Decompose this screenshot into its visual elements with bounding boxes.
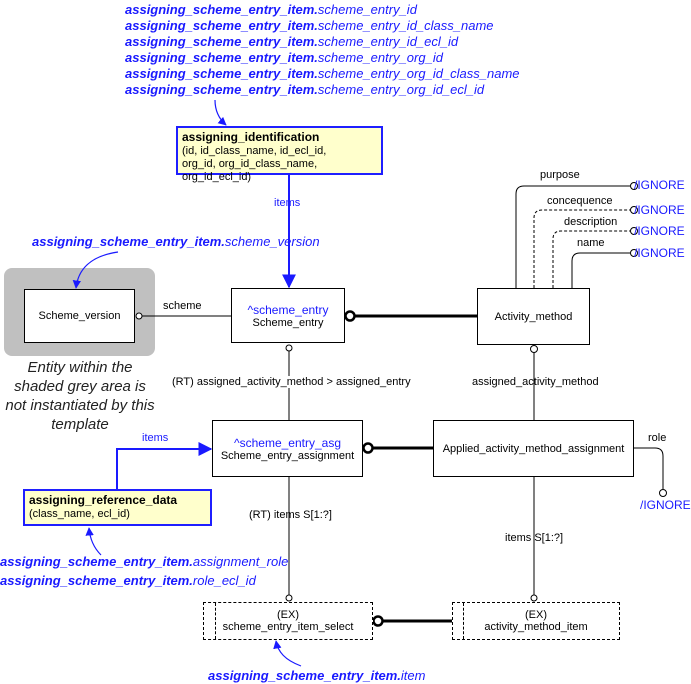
- ignore-description: /IGNORE: [634, 224, 685, 238]
- name-label: name: [577, 237, 605, 249]
- top-ref-list: assigning_scheme_entry_item.scheme_entry…: [125, 2, 520, 98]
- ignore-name: /IGNORE: [634, 246, 685, 260]
- items-label-left: items: [142, 432, 169, 444]
- ref-arrow-item: [273, 640, 302, 667]
- box-title: assigning_reference_data: [29, 493, 178, 507]
- box-title: assigning_identification: [182, 130, 320, 144]
- scheme-entry-box[interactable]: ^scheme_entry Scheme_entry: [231, 288, 345, 343]
- purpose-label: purpose: [540, 169, 580, 181]
- ignore-purpose: /IGNORE: [634, 178, 685, 192]
- purpose-connector: [515, 185, 630, 288]
- assigned-entry-label: (RT) assigned_activity_method > assigned…: [172, 376, 411, 388]
- top-ref-2: assigning_scheme_entry_item.scheme_entry…: [125, 34, 459, 49]
- ref-arrow-reference-data: [85, 527, 102, 556]
- concequence-label: concequence: [547, 195, 613, 207]
- description-label: description: [564, 216, 618, 228]
- items-label-top: items: [274, 197, 301, 209]
- applied-activity-method-assignment-box[interactable]: Applied_activity_method_assignment: [433, 420, 634, 477]
- top-ref-0: assigning_scheme_entry_item.scheme_entry…: [125, 2, 417, 17]
- top-ref-1: assigning_scheme_entry_item.scheme_entry…: [125, 18, 494, 33]
- name-connector: [571, 252, 630, 288]
- activity-method-item-box[interactable]: (EX) activity_method_item: [452, 602, 620, 640]
- activity-method-box[interactable]: Activity_method: [477, 288, 590, 345]
- rt-items-label: (RT) items S[1:?]: [249, 509, 332, 521]
- items-connector-left: [116, 442, 213, 489]
- scheme-entry-assignment-box[interactable]: ^scheme_entry_asg Scheme_entry_assignmen…: [212, 420, 363, 477]
- concequence-connector: [533, 209, 630, 288]
- scheme-entry-item-select-box[interactable]: (EX) scheme_entry_item_select: [203, 602, 373, 640]
- role-label: role: [648, 432, 667, 444]
- bottom-ref-list: assigning_scheme_entry_item.assignment_r…: [0, 552, 288, 590]
- select-marker: [463, 603, 464, 639]
- items-s-label: items S[1:?]: [505, 532, 564, 544]
- top-ref-3: assigning_scheme_entry_item.scheme_entry…: [125, 50, 443, 65]
- ref-arrow-scheme-version: [72, 251, 119, 289]
- scheme-version-box[interactable]: Scheme_version: [24, 289, 135, 343]
- bottom-ref-0: assigning_scheme_entry_item.assignment_r…: [0, 554, 289, 569]
- scheme-version-ref: assigning_scheme_entry_item.scheme_versi…: [32, 234, 320, 249]
- role-connector: [634, 447, 664, 489]
- assigning-reference-data-box[interactable]: assigning_reference_data (class_name, ec…: [23, 489, 212, 526]
- bottom-ref-1: assigning_scheme_entry_item.role_ecl_id: [0, 573, 256, 588]
- top-ref-4: assigning_scheme_entry_item.scheme_entry…: [125, 66, 520, 81]
- grey-area-note: Entity within the shaded grey area is no…: [5, 359, 155, 433]
- top-ref-5: assigning_scheme_entry_item.scheme_entry…: [125, 82, 485, 97]
- description-connector: [552, 230, 630, 288]
- ignore-role: /IGNORE: [640, 498, 691, 512]
- assigned-activity-method-label: assigned_activity_method: [472, 376, 599, 388]
- item-ref: assigning_scheme_entry_item.item: [208, 668, 426, 683]
- select-marker: [215, 603, 216, 639]
- ref-arrow-top: [214, 99, 227, 126]
- assigning-identification-box[interactable]: assigning_identification (id, id_class_n…: [176, 126, 383, 183]
- ignore-concequence: /IGNORE: [634, 203, 685, 217]
- scheme-label: scheme: [163, 300, 202, 312]
